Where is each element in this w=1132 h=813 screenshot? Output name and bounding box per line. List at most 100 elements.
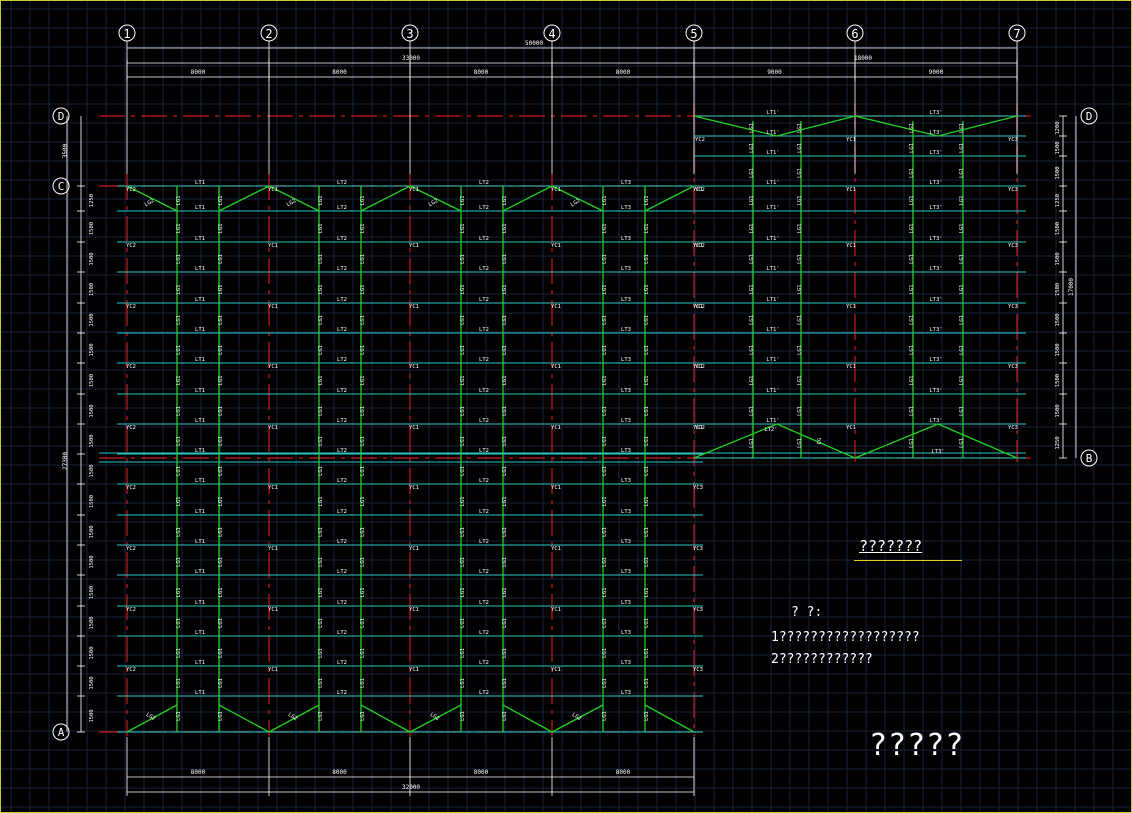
label-lg1b-14-3: LG1 xyxy=(502,588,508,598)
label-lg1b-8-3: LG1 xyxy=(502,406,508,416)
dim-text-left-group: 33000 xyxy=(402,55,420,62)
label-rlg1c-8: LG1 xyxy=(909,315,915,325)
label-rpost-l-8: YC2 xyxy=(695,304,705,310)
label-lg1-14-2: LG1 xyxy=(318,588,324,598)
dim-text-bottom-span-2: 8000 xyxy=(332,769,347,776)
dim-text-right-1: 1200 xyxy=(1055,121,1061,134)
label-tie-10-1: LT1 xyxy=(195,448,205,454)
label-rtie3-10: LT3' xyxy=(929,357,942,363)
label-lg1-8-4: LG1 xyxy=(602,406,608,416)
label-lg1-5-2: LG1 xyxy=(318,315,324,325)
label-lg1-5-1: LG1 xyxy=(176,315,182,325)
label-lg1b-2-1: LG1 xyxy=(218,224,224,234)
axis-bubble-label-1: 1 xyxy=(123,27,130,41)
plan-subtitle: ??????? xyxy=(859,537,923,555)
axis-bubble-D xyxy=(1080,107,1098,125)
label-rlg1d-5: LG1 xyxy=(959,224,965,234)
label-tie-11-2: LT2 xyxy=(337,478,347,484)
label-post-5-2: YC1 xyxy=(268,304,278,310)
label-rtie1-2: LT1' xyxy=(766,130,779,136)
label-lg1b-11-2: LG1 xyxy=(360,497,366,507)
label-lg1b-11-3: LG1 xyxy=(502,497,508,507)
label-rtie1-11: LT1' xyxy=(766,388,779,394)
label-lg1b-2-4: LG1 xyxy=(644,224,650,234)
label-lg1-6-2: LG1 xyxy=(318,345,324,355)
label-lg1b-9-4: LG1 xyxy=(644,436,650,446)
dim-text-left-3: 1500 xyxy=(89,252,95,265)
label-lg1-4-4: LG1 xyxy=(602,285,608,295)
dim-text-left-5: 1500 xyxy=(89,313,95,326)
label-lg1b-7-2: LG1 xyxy=(360,376,366,386)
label-lg1b-18-4: LG1 xyxy=(644,711,650,721)
label-post-15-5: YC3 xyxy=(693,607,703,613)
label-rtie1-4: LT1' xyxy=(766,180,779,186)
label-post-5-4: YC1 xyxy=(551,304,561,310)
label-rtie3-3: LT3' xyxy=(929,150,942,156)
label-lg1b-3-3: LG1 xyxy=(502,254,508,264)
dim-text-left-11: 1500 xyxy=(89,495,95,508)
axis-bubble-label-D: D xyxy=(58,110,65,123)
brace-right-top-4 xyxy=(937,115,1018,137)
dim-text-right-6: 1500 xyxy=(1055,252,1061,265)
label-lg1-2-3: LG1 xyxy=(460,224,466,234)
axis-bubble-3 xyxy=(401,24,419,42)
label-lg1-6-3: LG1 xyxy=(460,345,466,355)
label-rpost-m-2: YC1 xyxy=(846,137,856,143)
dim-text-right-3: 1500 xyxy=(1055,166,1061,179)
label-rtie1-3: LT1' xyxy=(766,150,779,156)
label-rlg1b-7: LG1 xyxy=(797,285,803,295)
label-tie-13-2: LT2 xyxy=(337,539,347,545)
label-post-3-4: YC1 xyxy=(551,243,561,249)
label-lg1b-6-1: LG1 xyxy=(218,345,224,355)
label-tie-6-1: LT1 xyxy=(195,327,205,333)
label-tie-8-1: LT1 xyxy=(195,388,205,394)
brace-top-r-3 xyxy=(502,185,553,212)
label-tie-18-1: LT1 xyxy=(195,690,205,696)
label-rlg1c-9: LG1 xyxy=(909,345,915,355)
label-lg1-13-2: LG1 xyxy=(318,557,324,567)
label-lg1b-13-3: LG1 xyxy=(502,557,508,567)
brace-bot-l-1 xyxy=(126,704,178,733)
label-lg1b-3-4: LG1 xyxy=(644,254,650,264)
label-lg1b-4-4: LG1 xyxy=(644,285,650,295)
label-lg1b-7-1: LG1 xyxy=(218,376,224,386)
label-lg1-17-2: LG1 xyxy=(318,678,324,688)
label-rtie1-12: LT1' xyxy=(766,418,779,424)
label-rtie1-8: LT1' xyxy=(766,297,779,303)
label-lg1b-1-3: LG1 xyxy=(502,196,508,206)
label-rpost-r-10: YC3 xyxy=(1008,364,1018,370)
dim-text-left-17: 1500 xyxy=(89,676,95,689)
label-tie-16-3: LT2 xyxy=(479,630,489,636)
label-post-1-5: YC1 xyxy=(693,187,703,193)
label-tie-14-4: LT3 xyxy=(621,569,631,575)
label-post-17-3: YC1 xyxy=(409,667,419,673)
note-line-1: 1?????????????????? xyxy=(771,630,920,645)
label-rlg1c-12: LG1 xyxy=(909,438,915,448)
label-rlg1a-3: LG1 xyxy=(749,168,755,178)
label-post-7-4: YC1 xyxy=(551,364,561,370)
label-post-9-2: YC1 xyxy=(268,425,278,431)
label-lg1-8-1: LG1 xyxy=(176,406,182,416)
dim-text-left-8: 1500 xyxy=(89,404,95,417)
label-tie-13-3: LT2 xyxy=(479,539,489,545)
axis-bubble-A xyxy=(52,723,70,741)
axis-bubble-label-A: A xyxy=(58,726,65,739)
label-lg1-16-3: LG1 xyxy=(460,648,466,658)
label-rtie1-1: LT1' xyxy=(766,110,779,116)
label-rlg1b-5: LG1 xyxy=(797,224,803,234)
label-post-9-5: YC1 xyxy=(693,425,703,431)
label-tie-5-2: LT2 xyxy=(337,297,347,303)
label-lg1-3-3: LG1 xyxy=(460,254,466,264)
dim-text-left-10: 1500 xyxy=(89,464,95,477)
label-lg1b-2-3: LG1 xyxy=(502,224,508,234)
dim-text-bottom-span-4: 8000 xyxy=(616,769,631,776)
label-lg1b-17-3: LG1 xyxy=(502,678,508,688)
label-lg1-11-1: LG1 xyxy=(176,497,182,507)
brace-bot-r-1 xyxy=(218,704,270,733)
dim-text-right-7: 1500 xyxy=(1055,283,1061,296)
label-post-13-1: YC2 xyxy=(126,546,136,552)
dim-text-left-6: 1500 xyxy=(89,343,95,356)
label-rpost-r-8: YC3 xyxy=(1008,304,1018,310)
label-rtie1-6: LT1' xyxy=(766,236,779,242)
label-lg1-1-4: LG1 xyxy=(602,196,608,206)
